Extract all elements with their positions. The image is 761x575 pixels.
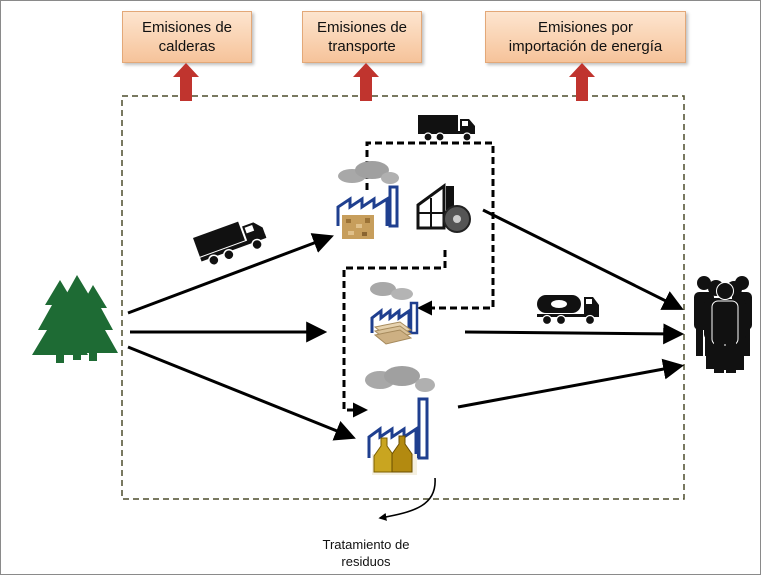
factory-icon bbox=[370, 282, 419, 335]
truck-icon bbox=[193, 221, 267, 266]
dashed-arrow-to-biorefinery bbox=[342, 250, 447, 418]
transport-emission-arrow bbox=[353, 63, 379, 101]
transport-emissions-box: Emisiones de transporte bbox=[302, 11, 422, 63]
waste-treatment-label: Tratamiento de residuos bbox=[322, 537, 410, 569]
sawmill-icon bbox=[416, 183, 471, 233]
flow-arrows bbox=[127, 208, 685, 441]
forest-icon bbox=[32, 275, 118, 363]
arrow-plywood-to-people bbox=[464, 323, 685, 345]
factory-icon bbox=[336, 161, 399, 228]
energy-import-emissions-label: Emisiones por importación de energía bbox=[508, 19, 663, 55]
emission-arrows bbox=[173, 63, 595, 101]
energy-import-emission-arrow bbox=[569, 63, 595, 101]
arrow-biorefinery-to-people bbox=[457, 358, 685, 409]
system-boundary bbox=[121, 95, 685, 500]
boiler-emissions-box: Emisiones de calderas bbox=[122, 11, 252, 63]
arrow-sawmill-to-people bbox=[482, 208, 684, 310]
arrow-to-waste-treatment bbox=[378, 477, 436, 521]
truck-icon bbox=[418, 115, 475, 142]
plywood-icon bbox=[373, 321, 413, 345]
tanker-truck-icon bbox=[537, 295, 599, 326]
arrow-forest-to-board-mill bbox=[127, 233, 334, 315]
transport-emissions-label: Emisiones de transporte bbox=[316, 19, 408, 55]
people-icon bbox=[694, 276, 752, 373]
boiler-emission-arrow bbox=[173, 63, 199, 101]
factory-icon bbox=[365, 366, 435, 460]
dashed-transport-arrows bbox=[342, 141, 495, 418]
energy-import-emissions-box: Emisiones por importación de energía bbox=[485, 11, 686, 63]
wood-chips-icon bbox=[342, 215, 374, 239]
boiler-emissions-label: Emisiones de calderas bbox=[141, 19, 233, 55]
biofuel-bottles-icon bbox=[372, 435, 417, 475]
arrow-forest-to-biorefinery bbox=[127, 345, 356, 441]
